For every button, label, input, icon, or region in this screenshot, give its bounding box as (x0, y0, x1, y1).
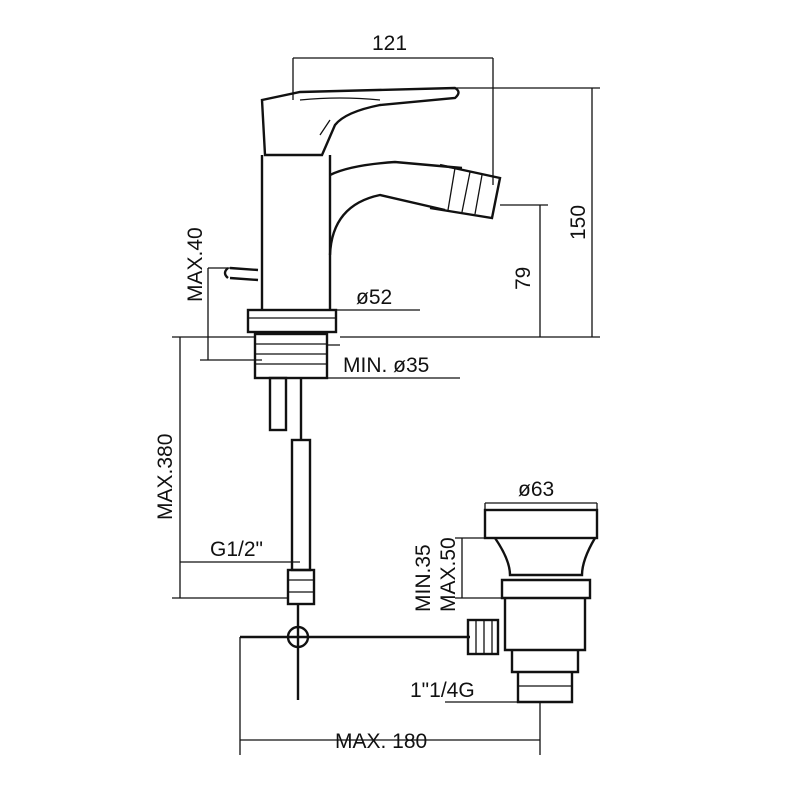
dim-max180-label: MAX. 180 (335, 730, 427, 753)
dimension-lines (172, 57, 600, 755)
pop-up-rod (240, 604, 500, 700)
dim-79-label: 79 (512, 267, 535, 290)
dim-63-label: ø63 (518, 478, 554, 501)
dim-waste-max-label: MAX.50 (437, 537, 460, 612)
dim-waste-min-label: MIN.35 (412, 544, 435, 612)
dim-52-label: ø52 (356, 286, 392, 309)
faucet (223, 86, 502, 606)
dim-g12-label: G1/2" (210, 538, 263, 561)
dim-min35-label: MIN. ø35 (343, 354, 429, 377)
dim-121-label: 121 (372, 32, 407, 55)
dim-max40-label: MAX.40 (184, 227, 207, 302)
dim-max380-label: MAX.380 (154, 434, 177, 520)
dim-thread-label: 1"1/4G (410, 679, 475, 702)
waste-valve (483, 508, 599, 704)
dim-150-label: 150 (567, 205, 590, 240)
